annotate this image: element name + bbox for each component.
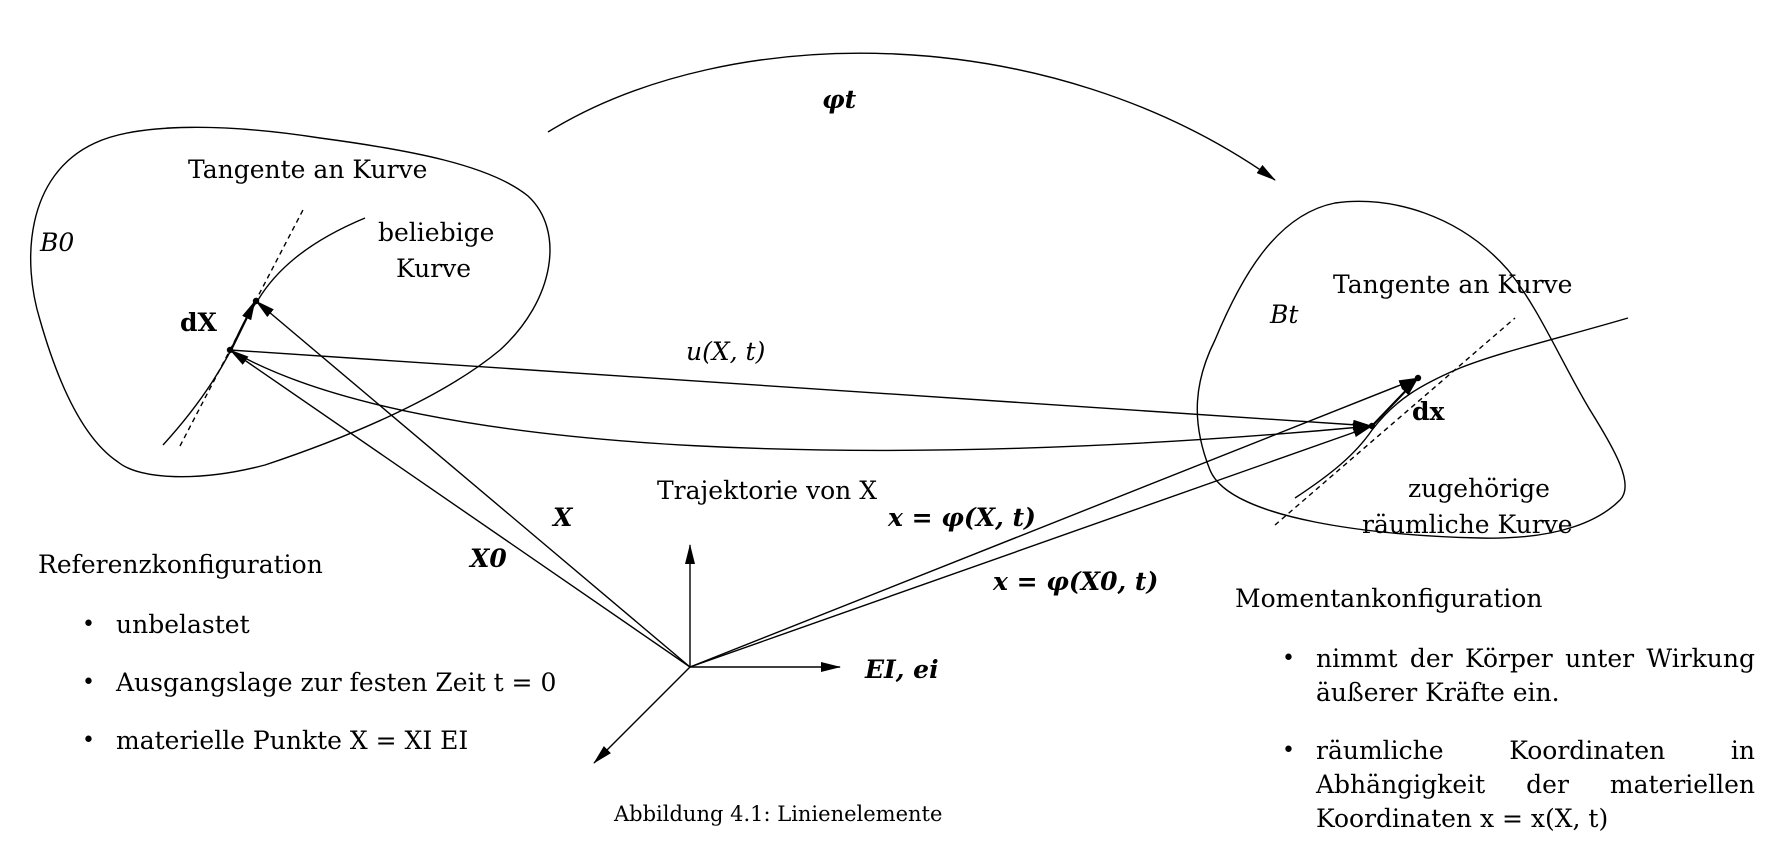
point-cur-x0 [1368,422,1376,430]
reference-body-outline [30,126,551,478]
current-tangent-label: Tangente an Kurve [1333,270,1573,299]
mapping-arc [547,52,1276,181]
reference-config-list: unbelastet Ausgangslage zur festen Zeit … [80,608,580,782]
vector-X [255,300,691,668]
current-curve-label-2: räumliche Kurve [1362,510,1573,539]
displacement-label: u(X, t) [686,337,766,366]
reference-tangent-label: Tangente an Kurve [188,155,428,184]
trajectory-curve [229,349,1373,452]
vector-x-phi-X0-label: x = φ(X0, t) [993,567,1159,596]
figure-caption: Abbildung 4.1: Linienelemente [614,802,943,826]
current-body-outline [1196,200,1626,539]
trajectory-label: Trajektorie von X [657,476,878,505]
vector-X-label: X [553,503,573,532]
list-item: unbelastet [80,608,580,642]
reference-config-title: Referenzkonfiguration [38,550,323,579]
reference-curve-label-2: Kurve [396,254,472,283]
dX-arrow [230,300,256,351]
current-body-label: Bt [1270,300,1299,329]
vector-x-phi-X0 [689,425,1373,668]
point-ref-X [252,297,260,305]
current-config-list: nimmt der Körper unter Wirkung äußerer K… [1280,642,1755,860]
basis-label: EI, ei [865,655,939,684]
dX-label: dX [180,308,217,337]
point-ref-X0 [226,346,234,354]
axis-diagonal [593,666,691,764]
dx-label: dx [1412,397,1445,426]
list-item: nimmt der Körper unter Wirkung äußerer K… [1280,642,1755,710]
vector-x-phi-X-label: x = φ(X, t) [888,503,1036,532]
list-item: materielle Punkte X = XI EI [80,724,580,758]
current-curve-label-1: zugehörige [1408,474,1550,503]
list-item: räumliche Koordinaten in Abhängigkeit de… [1280,734,1755,836]
current-config-title: Momentankonfiguration [1235,584,1543,613]
vector-x-phi-X [689,377,1419,668]
displacement-arrow [229,349,1373,430]
reference-curve-label-1: beliebige [378,218,495,247]
current-curve [1294,317,1629,499]
reference-body-label: B0 [40,228,75,257]
mapping-label: φt [822,85,857,114]
current-tangent [1274,317,1516,526]
list-item: Ausgangslage zur festen Zeit t = 0 [80,666,580,700]
vector-X0-label: X0 [470,544,507,573]
point-cur-x [1414,374,1422,382]
vector-X0 [229,349,691,668]
